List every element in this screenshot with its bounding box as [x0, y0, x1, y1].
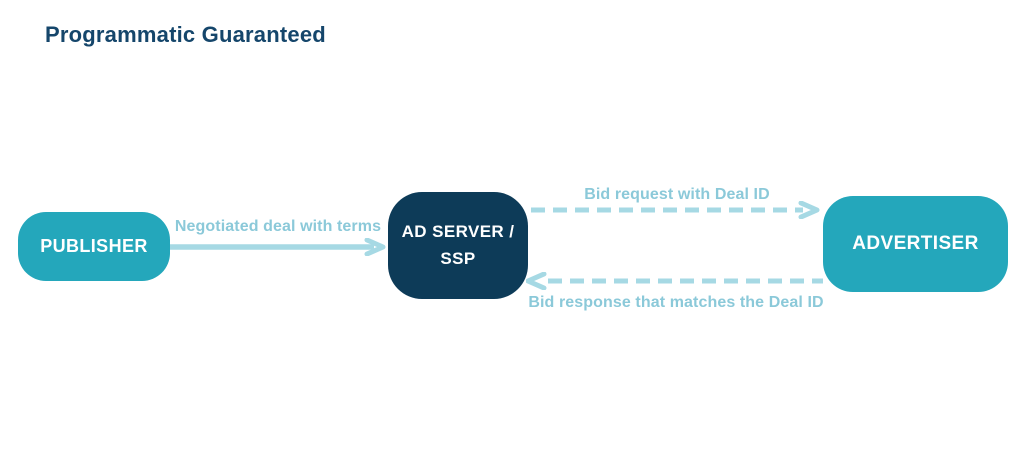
bid-request-arrow	[531, 201, 820, 219]
negotiated-deal-arrow	[170, 238, 386, 256]
bid-response-arrow	[526, 272, 823, 290]
negotiated-deal-label: Negotiated deal with terms	[174, 218, 382, 235]
bid-request-label: Bid request with Deal ID	[584, 186, 770, 203]
node-ad-server-ssp-label: AD SERVER / SSP	[401, 222, 515, 268]
node-advertiser: ADVERTISER	[823, 196, 1008, 292]
diagram-title: Programmatic Guaranteed	[45, 22, 326, 47]
node-publisher: PUBLISHER	[18, 212, 170, 281]
negotiated-deal-arrowhead-right-icon	[364, 238, 386, 256]
bid-response-arrowhead-left-icon	[526, 272, 547, 290]
node-ad-server-ssp: AD SERVER / SSP	[388, 192, 528, 299]
node-publisher-label: PUBLISHER	[40, 236, 148, 256]
bid-request-arrowhead-right-icon	[798, 201, 820, 219]
bid-response-label: Bid response that matches the Deal ID	[528, 294, 824, 311]
node-advertiser-label: ADVERTISER	[852, 233, 979, 254]
